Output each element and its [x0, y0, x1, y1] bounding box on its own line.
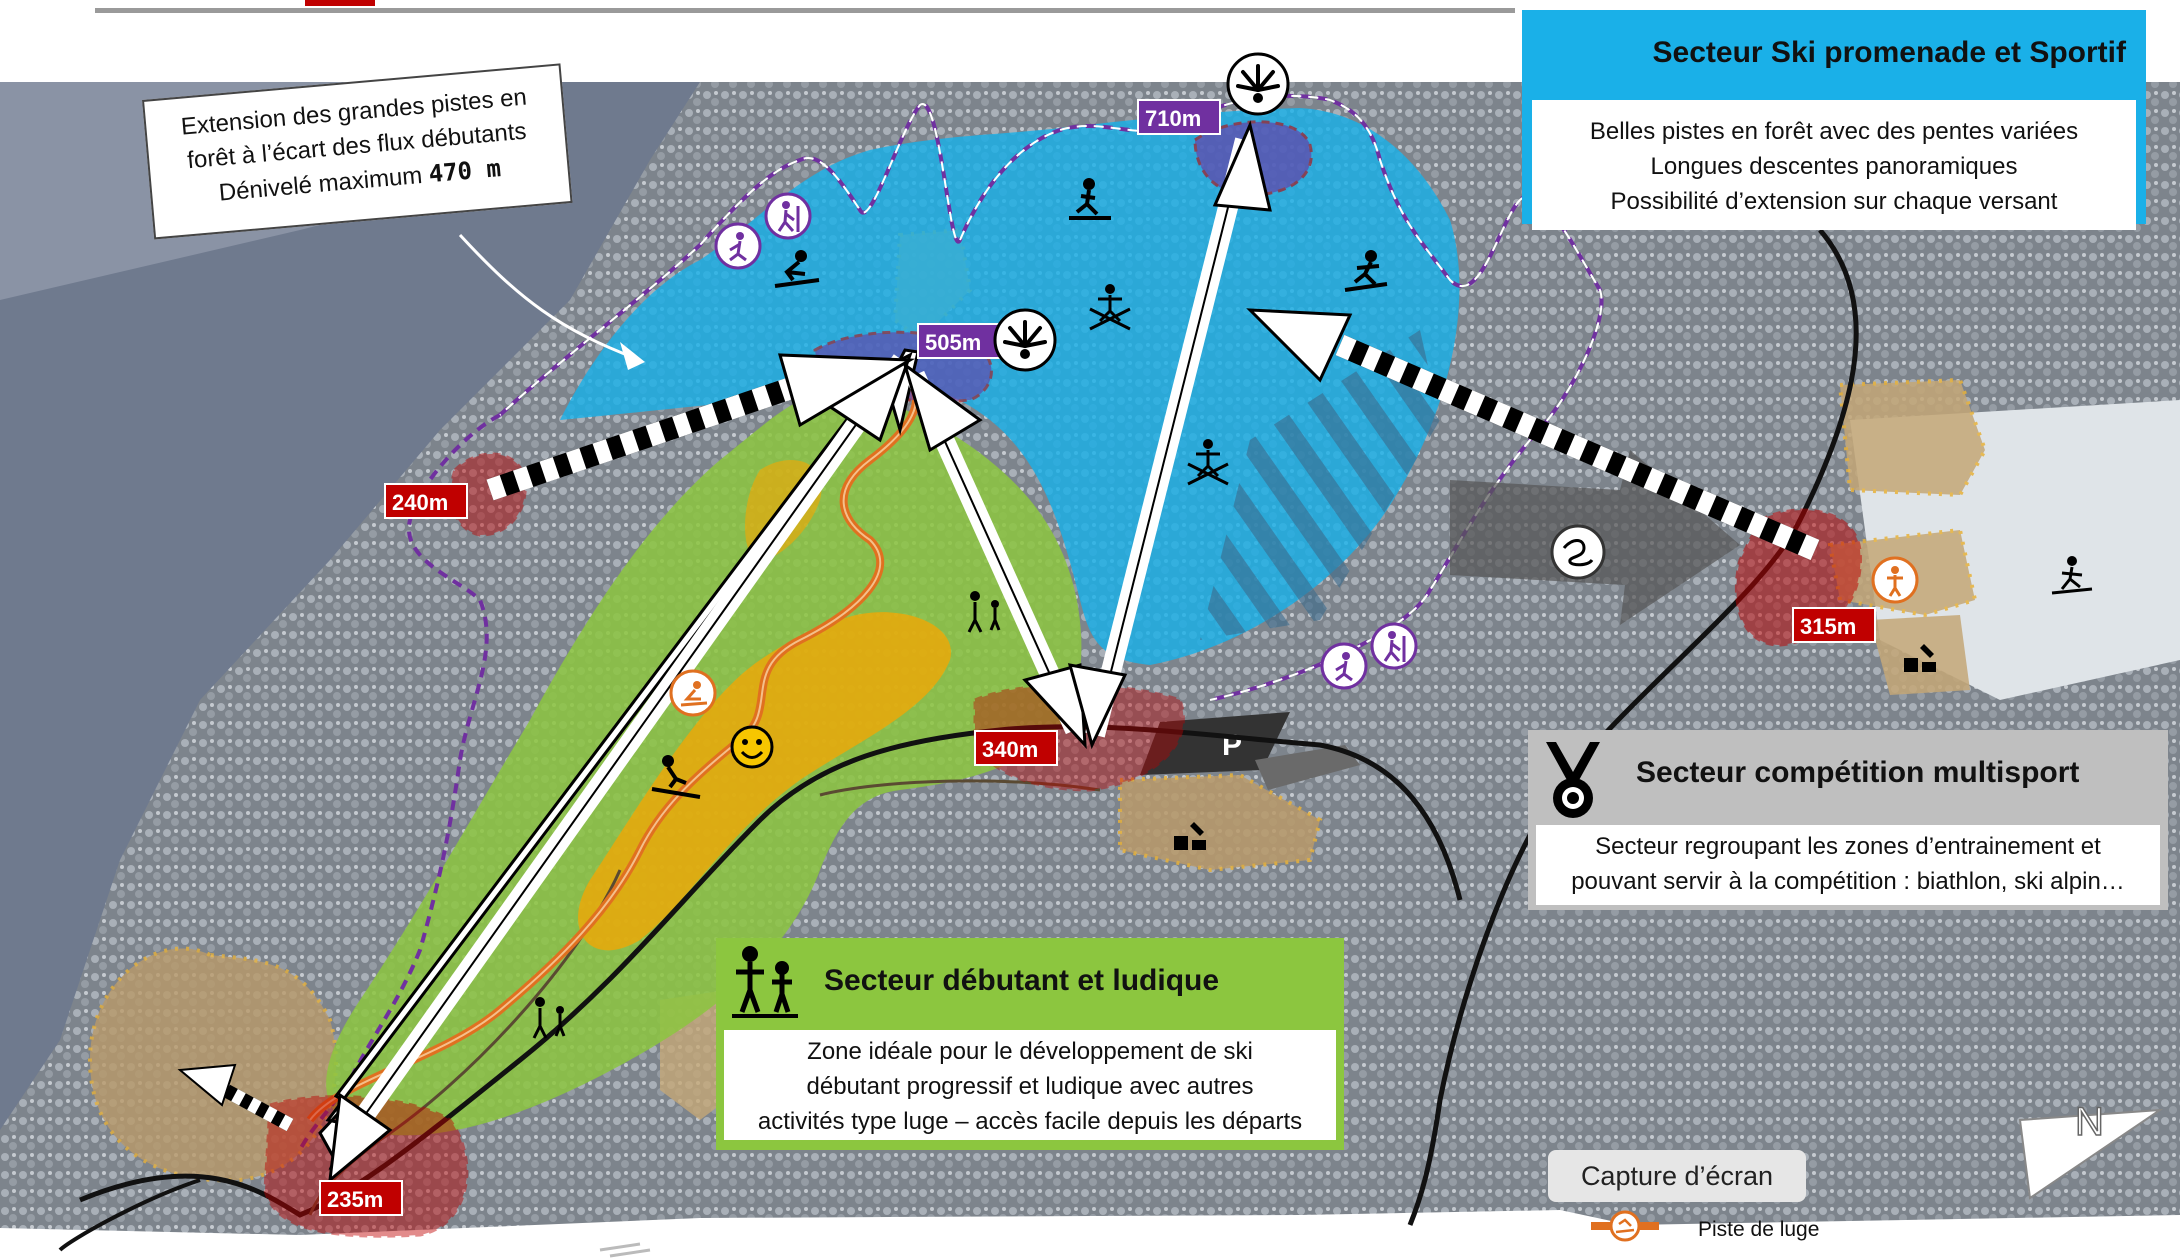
panel-ski-promenade-line1: Belles pistes en forêt avec des pentes v…: [1589, 118, 2079, 145]
ext-arrow-235-head: [177, 1063, 237, 1107]
skier-icon: [1089, 284, 1131, 331]
ext-arrow-240-line: [486, 374, 804, 501]
north-label: N: [2075, 1100, 2104, 1144]
road-west: [58, 1178, 201, 1252]
panel-ski-promenade-title: Secteur Ski promenade et Sportif: [1652, 36, 2126, 69]
alt-label-315: 315m: [1800, 614, 1856, 639]
alt-label-710: 710m: [1145, 106, 1201, 131]
lift-arrowhead-710: [1212, 120, 1272, 212]
extension-arrows: [177, 308, 1820, 1132]
skier-icon: [1069, 178, 1111, 220]
legend-deco: [599, 1242, 651, 1258]
alt-label-315-box: [1792, 607, 1876, 643]
ext-arrow-240-head: [777, 353, 916, 428]
parking-building: [1255, 745, 1360, 790]
biathlon-icon: [1871, 556, 1919, 604]
parking-area: [1140, 712, 1290, 775]
lift-arrowhead-340b: [1067, 663, 1128, 750]
skier-icon: [774, 250, 820, 288]
hiker-icon: [1370, 622, 1418, 670]
fireworks-icon: [1226, 52, 1290, 116]
panel-ski-promenade-line2: Longues descentes panoramiques: [1650, 153, 2018, 180]
alt-label-505-box: [917, 323, 1001, 359]
smiley-icon: [730, 725, 774, 769]
panel-debutant-line2: débutant progressif et ludique avec autr…: [806, 1073, 1254, 1100]
zone-brown-right-low: [1870, 615, 1970, 695]
panel-ski-promenade: Secteur Ski promenade et Sportif Belles …: [1522, 10, 2146, 230]
header-rule: [95, 8, 1515, 13]
sledge-icon: [669, 669, 717, 717]
snowshoe-icon: [714, 222, 762, 270]
lift-arrowhead-235: [328, 1092, 393, 1184]
zone-blue-hatched: [1200, 330, 1440, 640]
panel-debutant-line3: activités type luge – accès facile depui…: [757, 1108, 1303, 1135]
medal-icon: [1546, 742, 1600, 818]
skier-icon: [1187, 439, 1229, 486]
panel-competition: Secteur compétition multisport Secteur r…: [1528, 730, 2168, 910]
alt-label-710-box: [1137, 99, 1221, 135]
alt-label-340: 340m: [982, 737, 1038, 762]
panel-competition-line1: Secteur regroupant les zones d’entrainem…: [1595, 833, 2101, 860]
panel-debutant: Secteur débutant et ludique Zone idéale …: [716, 938, 1344, 1150]
callout-pointer: [458, 233, 641, 362]
north-arrow-icon: N: [2018, 1099, 2164, 1200]
zone-brown-mid: [1118, 772, 1323, 873]
alt-zone-235: [263, 1095, 469, 1238]
skier-icon: [651, 755, 701, 799]
snowshoe-icon: [1320, 642, 1368, 690]
panel-competition-title: Secteur compétition multisport: [1636, 756, 2080, 789]
panel-competition-line2: pouvant servir à la compétition : biathl…: [1571, 868, 2125, 895]
zone-brown-right-top: [1837, 377, 1988, 498]
ext-arrow-315-head: [1246, 308, 1353, 383]
legend-luge-label: Piste de luge: [1698, 1218, 1820, 1241]
road-trail-2: [819, 779, 1101, 797]
screen-capture-button[interactable]: Capture d’écran: [1548, 1150, 1806, 1202]
luge-track-icon: [1550, 524, 1606, 580]
callout-pointer-head: [620, 342, 645, 370]
callout-line3-value: 470 m: [427, 154, 502, 189]
panel-ski-promenade-line3: Possibilité d’extension sur chaque versa…: [1610, 188, 2058, 215]
lift-arrowhead-505b: [902, 361, 983, 453]
panel-debutant-title: Secteur débutant et ludique: [824, 964, 1220, 997]
alt-label-240-box: [384, 483, 468, 519]
tools-icon: [1904, 644, 1936, 672]
hiker-icon: [764, 192, 812, 240]
zone-orange-large: [578, 612, 951, 951]
panel-debutant-line1: Zone idéale pour le développement de ski: [807, 1038, 1253, 1065]
family-ski-icon: [532, 997, 566, 1039]
alt-label-235-box: [319, 1180, 403, 1216]
luge-track-inner: [309, 374, 917, 1121]
family-ski-icon: [732, 946, 798, 1018]
skier-icon: [1344, 250, 1388, 292]
alt-label-340-box: [974, 730, 1058, 766]
alt-label-505: 505m: [925, 330, 981, 355]
panel-competition-body: Secteur regroupant les zones d’entrainem…: [1536, 825, 2160, 905]
header-accent: [305, 0, 375, 6]
skier-icon: [2051, 556, 2093, 595]
altitude-labels: 710m 505m 240m 340m 315m 235m: [319, 99, 1876, 1216]
lift-arrows: [318, 120, 1272, 1184]
family-ski-icon: [967, 591, 1001, 633]
road-main: [79, 724, 1463, 1218]
alt-label-235: 235m: [327, 1187, 383, 1212]
lake: [0, 82, 700, 1130]
panel-debutant-body: Zone idéale pour le développement de ski…: [724, 1030, 1336, 1140]
legend-luge-swatch: [1591, 1210, 1659, 1242]
panel-ski-promenade-body: Belles pistes en forêt avec des pentes v…: [1532, 100, 2136, 230]
alt-label-240: 240m: [392, 490, 448, 515]
fireworks-icon: [993, 308, 1057, 372]
tools-icon: [1174, 822, 1206, 850]
